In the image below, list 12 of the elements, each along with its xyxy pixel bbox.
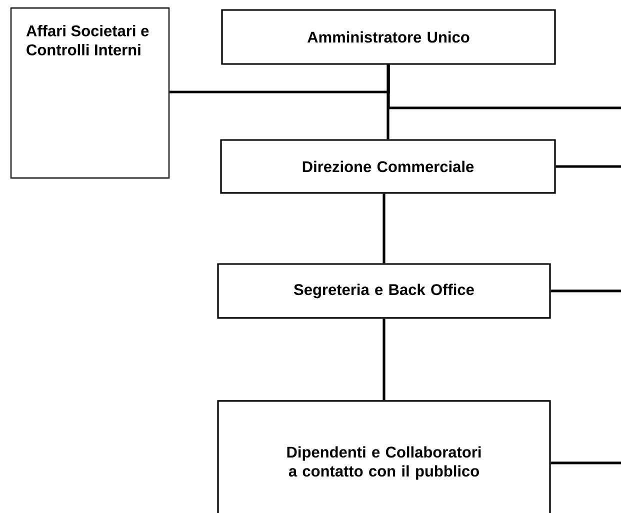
connector-line: [382, 318, 386, 400]
connector-line: [382, 194, 386, 264]
connector-line: [386, 64, 390, 140]
org-box: Affari Societari e Controlli Interni: [10, 7, 170, 179]
connector-line: [387, 64, 621, 110]
org-box: Dipendenti e Collaboratori a contatto con il pubblico: [217, 400, 551, 513]
connector-line: [556, 165, 621, 168]
org-box: Direzione Commerciale: [220, 139, 556, 194]
connector-line: [550, 290, 621, 292]
org-box: Amministratore Unico: [221, 9, 556, 65]
org-box: Segreteria e Back Office: [217, 263, 551, 319]
connector-line: [550, 462, 621, 464]
